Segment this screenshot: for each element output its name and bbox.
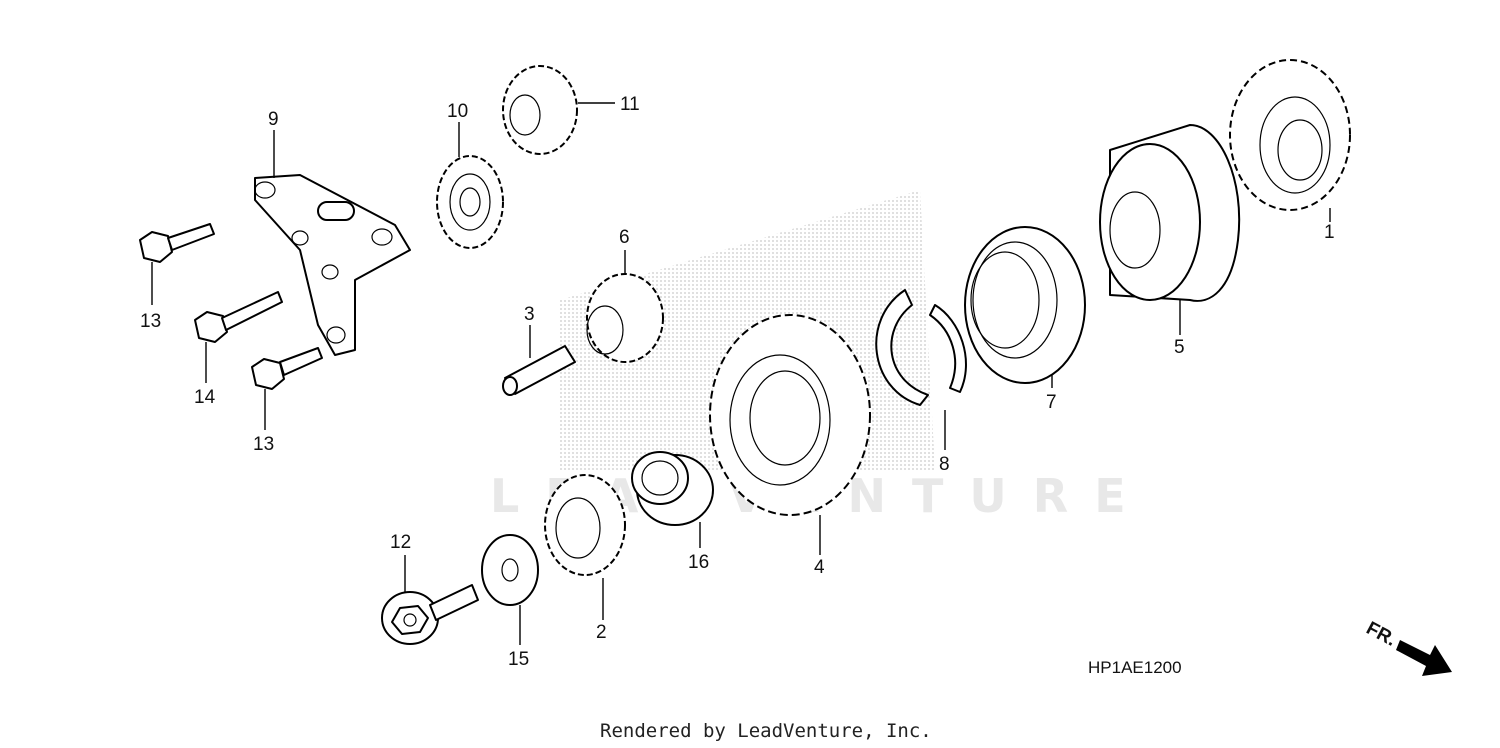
callout-13-lower: 13 <box>253 434 274 455</box>
callout-6: 6 <box>619 227 630 248</box>
rendered-by-credit: Rendered by LeadVenture, Inc. <box>600 720 932 742</box>
part-12-flange-bolt[interactable] <box>381 584 479 645</box>
callout-16: 16 <box>688 552 709 573</box>
part-15-washer[interactable] <box>481 534 539 606</box>
callout-3: 3 <box>524 304 535 325</box>
callout-7: 7 <box>1046 392 1057 413</box>
part-9-bracket[interactable] <box>254 174 411 356</box>
part-10-gear[interactable] <box>436 155 504 249</box>
callout-5: 5 <box>1174 337 1185 358</box>
part-code: HP1AE1200 <box>1088 658 1182 677</box>
part-4-large-gear[interactable] <box>709 314 871 516</box>
part-5-clutch-outer[interactable] <box>1099 124 1241 302</box>
part-13-bolt-upper[interactable] <box>139 223 215 263</box>
fr-label: FR. <box>1363 618 1400 651</box>
callout-4: 4 <box>814 557 825 578</box>
part-13-bolt-lower[interactable] <box>251 347 323 390</box>
callout-13-upper: 13 <box>140 311 161 332</box>
part-1-sprocket[interactable] <box>1229 59 1351 211</box>
callout-14: 14 <box>194 387 216 408</box>
callout-9: 9 <box>268 109 279 130</box>
front-direction-arrow <box>1396 640 1452 676</box>
part-11-gear[interactable] <box>502 65 578 155</box>
part-8-circlip[interactable] <box>875 289 967 406</box>
callout-15: 15 <box>508 649 529 670</box>
callout-11: 11 <box>620 94 640 115</box>
callout-12: 12 <box>390 532 411 553</box>
part-7-one-way-clutch[interactable] <box>964 226 1086 384</box>
part-16-needle-bearing[interactable] <box>631 451 714 526</box>
part-14-bolt[interactable] <box>194 291 283 343</box>
part-6-gear[interactable] <box>586 273 664 363</box>
callout-2: 2 <box>596 622 607 643</box>
part-2-gear[interactable] <box>544 474 626 576</box>
leader-lines <box>151 102 1331 645</box>
callout-1: 1 <box>1324 222 1335 243</box>
callout-8: 8 <box>939 454 950 475</box>
part-3-pin[interactable] <box>502 345 576 396</box>
callout-10: 10 <box>447 101 468 122</box>
